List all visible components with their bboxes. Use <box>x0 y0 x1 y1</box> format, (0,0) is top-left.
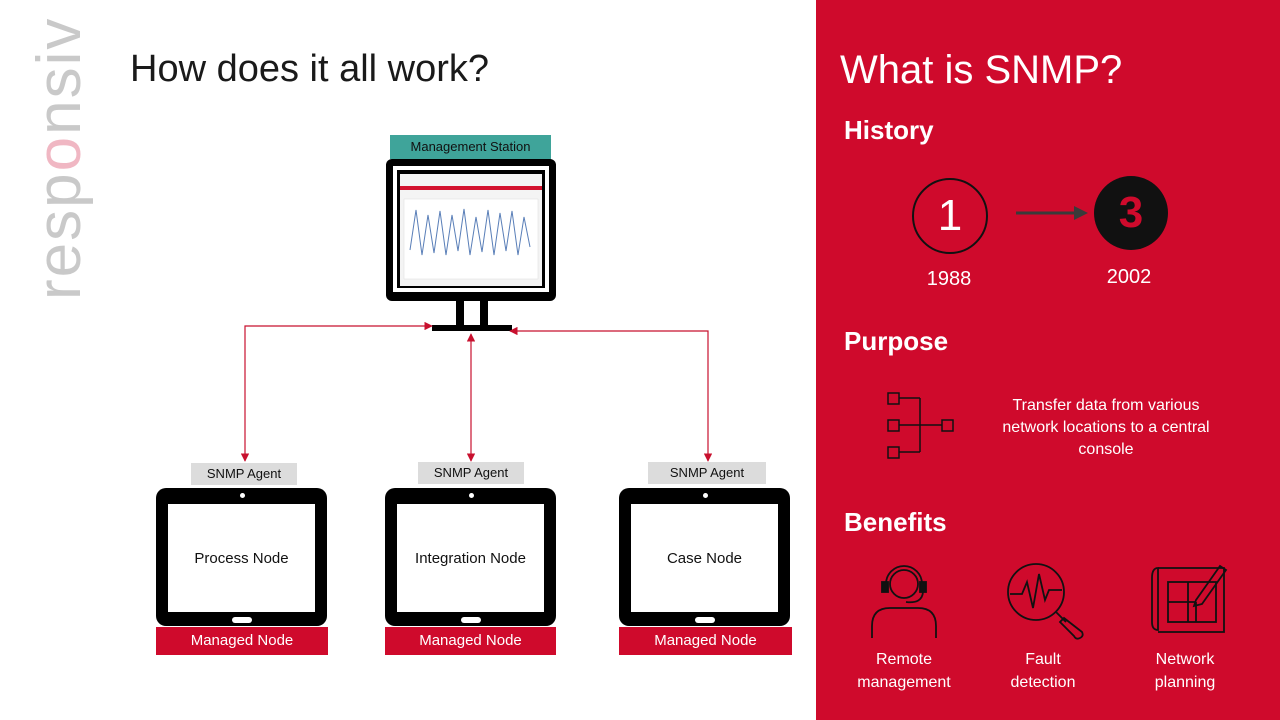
case-node-screen: Case Node <box>631 504 778 612</box>
integration-node-screen: Integration Node <box>397 504 544 612</box>
managed-node-label-process: Managed Node <box>156 627 328 655</box>
history-heading: History <box>844 115 934 145</box>
home-button <box>694 617 715 623</box>
benefit-label-line2: planning <box>1154 674 1216 691</box>
year-1988: 1988 <box>926 268 972 290</box>
benefit-network-planning: Network planning <box>1120 648 1250 694</box>
hierarchy-tree-icon <box>887 392 954 459</box>
blueprint-pencil-icon <box>1151 564 1228 633</box>
purpose-description: Transfer data from various network locat… <box>1002 397 1210 458</box>
magnifier-pulse-icon <box>1007 563 1084 640</box>
year-2002: 2002 <box>1106 266 1152 288</box>
benefit-label-line2: management <box>857 674 951 691</box>
benefits-heading: Benefits <box>844 507 947 537</box>
benefit-label-line1: Network <box>1155 651 1215 668</box>
headset-person-icon <box>871 565 937 638</box>
snmp-agent-label-integration: SNMP Agent <box>418 462 524 484</box>
benefit-remote-management: Remote management <box>839 648 969 694</box>
snmp-agent-label-case: SNMP Agent <box>648 462 766 484</box>
benefit-label-line1: Remote <box>875 651 933 668</box>
version-1-circle: 1 <box>912 178 988 254</box>
benefit-label-line1: Fault <box>1025 651 1061 668</box>
process-node-screen: Process Node <box>168 504 315 612</box>
slide-title-right: What is SNMP? <box>840 48 1123 92</box>
benefit-label-line2: detection <box>1010 674 1076 691</box>
version-3-circle: 3 <box>1094 176 1168 250</box>
managed-node-label-case: Managed Node <box>619 627 792 655</box>
tablet-process-node: Process Node <box>156 488 327 626</box>
home-button <box>231 617 252 623</box>
right-panel <box>816 0 1280 720</box>
purpose-heading: Purpose <box>844 326 949 356</box>
managed-node-label-integration: Managed Node <box>385 627 556 655</box>
camera-dot <box>702 493 708 498</box>
tablet-case-node: Case Node <box>619 488 790 626</box>
snmp-agent-label-process: SNMP Agent <box>191 463 297 485</box>
home-button <box>460 617 481 623</box>
slide-title-left: How does it all work? <box>130 48 490 90</box>
management-station-label: Management Station <box>390 135 551 159</box>
benefit-fault-detection: Fault detection <box>978 648 1108 694</box>
tablet-integration-node: Integration Node <box>385 488 556 626</box>
camera-dot <box>239 493 245 498</box>
camera-dot <box>468 493 474 498</box>
monitor-icon <box>386 159 556 331</box>
connection-arrows <box>240 321 713 462</box>
arrow-right-icon <box>1016 206 1088 220</box>
